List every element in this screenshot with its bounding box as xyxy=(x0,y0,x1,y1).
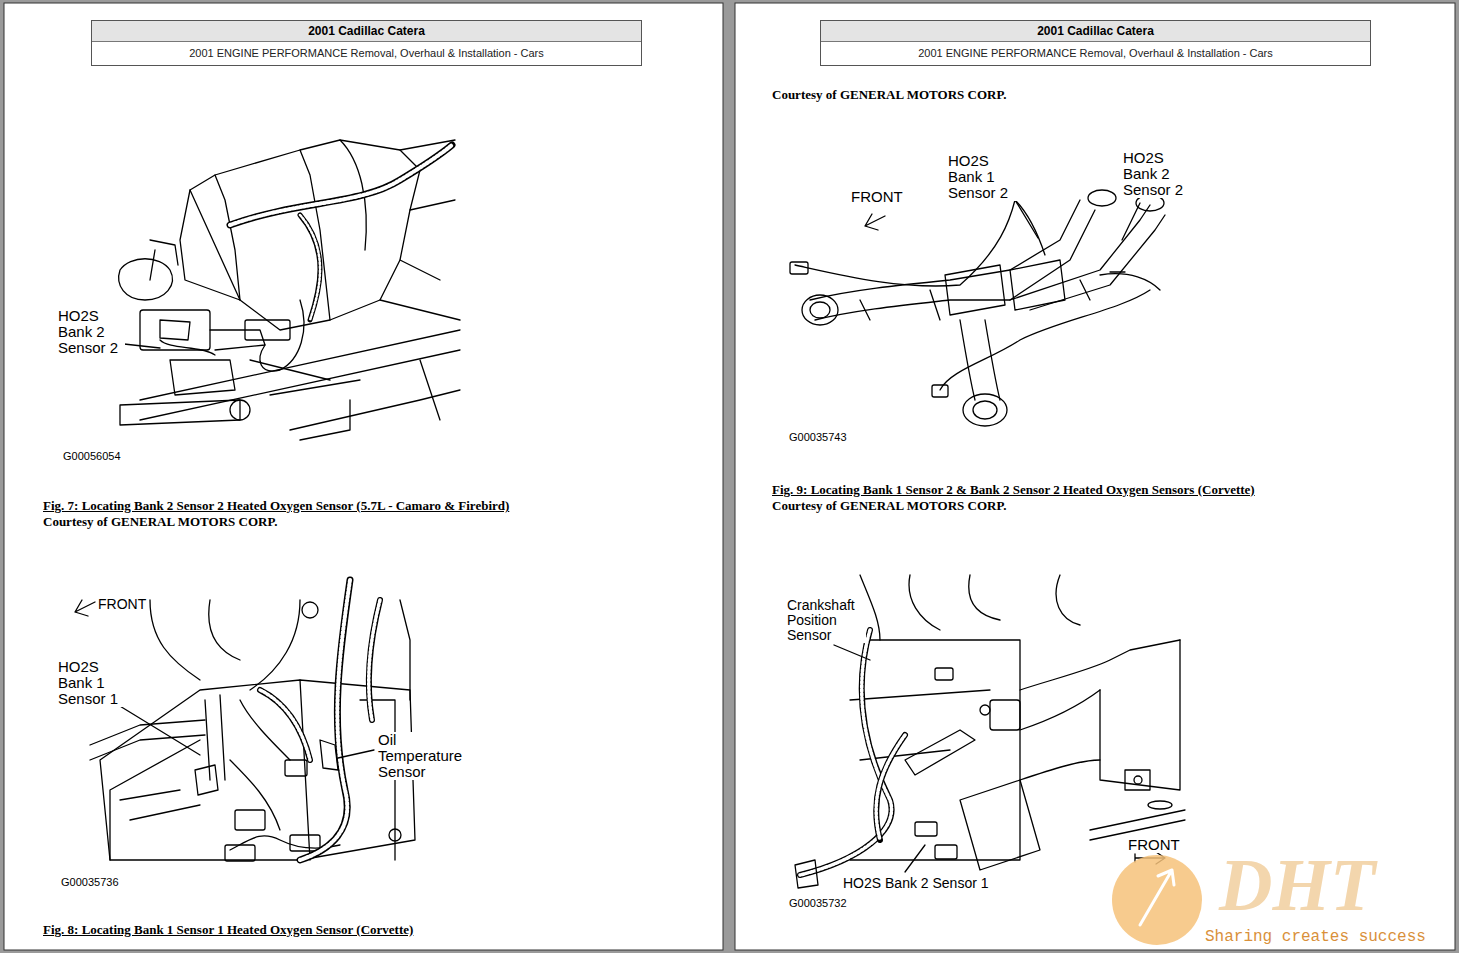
engine-drawing xyxy=(850,575,1185,870)
sensor-label: HO2S Bank 1 Sensor 2 xyxy=(947,153,1019,201)
leader-line xyxy=(124,344,160,348)
left-page xyxy=(4,3,723,950)
header-subtitle: 2001 ENGINE PERFORMANCE Removal, Overhau… xyxy=(92,42,641,65)
sensor-label: HO2S Bank 2 Sensor 2 xyxy=(1122,150,1194,198)
wiring-conduit xyxy=(369,600,380,720)
front-arrow xyxy=(865,214,885,230)
leader-line xyxy=(834,645,870,660)
leader-line xyxy=(1012,195,1038,238)
wiring-conduit xyxy=(876,735,905,840)
exhaust-drawing xyxy=(790,190,1165,426)
figure-code: G00035732 xyxy=(788,898,848,910)
wiring-conduit xyxy=(369,600,380,720)
page-header-box: 2001 Cadillac Catera2001 ENGINE PERFORMA… xyxy=(820,20,1371,66)
wiring-conduit xyxy=(260,690,310,760)
figure-code: G00035736 xyxy=(60,877,120,889)
wiring-conduit xyxy=(300,215,320,320)
figure-code: G00035743 xyxy=(788,432,848,444)
sensor-label: HO2S Bank 2 Sensor 1 xyxy=(842,876,990,891)
leader-line xyxy=(110,700,200,755)
watermark-logo xyxy=(1112,855,1202,945)
sensor-label: Crankshaft Position Sensor xyxy=(786,598,866,643)
wiring-conduit xyxy=(300,580,350,860)
connector-plug xyxy=(795,860,818,888)
leader-line xyxy=(1122,203,1140,240)
wiring-conduit xyxy=(260,690,310,760)
wiring-conduit xyxy=(230,145,452,225)
direction-label: FRONT xyxy=(97,597,147,612)
page-header-box: 2001 Cadillac Catera2001 ENGINE PERFORMA… xyxy=(91,20,642,66)
credit-line: Courtesy of GENERAL MOTORS CORP. xyxy=(42,515,278,529)
watermark-logo xyxy=(1140,870,1174,925)
figure-caption: Fig. 9: Locating Bank 1 Sensor 2 & Bank … xyxy=(771,483,1256,497)
wiring-conduit xyxy=(300,580,350,860)
watermark-text: Sharing creates success xyxy=(1204,929,1427,946)
sensor-label: HO2S Bank 1 Sensor 1 xyxy=(57,659,125,707)
figure-code: G00056054 xyxy=(62,451,122,463)
credit-line: Courtesy of GENERAL MOTORS CORP. xyxy=(771,88,1007,102)
direction-label: FRONT xyxy=(1127,837,1181,853)
transmission-drawing xyxy=(119,140,460,440)
wiring-conduit xyxy=(876,735,905,840)
right-page xyxy=(735,3,1455,950)
watermark-text: DHT xyxy=(1218,846,1376,925)
figure-caption: Fig. 8: Locating Bank 1 Sensor 1 Heated … xyxy=(42,923,414,937)
leader-line xyxy=(905,845,925,872)
leader-line xyxy=(338,750,374,758)
figure-caption: Fig. 7: Locating Bank 2 Sensor 2 Heated … xyxy=(42,499,510,513)
front-arrow xyxy=(75,600,95,616)
sensor-label: Oil Temperature Sensor xyxy=(377,732,471,780)
sensor-label: HO2S Bank 2 Sensor 2 xyxy=(57,308,125,356)
direction-label: FRONT xyxy=(850,189,904,205)
header-title: 2001 Cadillac Catera xyxy=(92,21,641,42)
wiring-conduit xyxy=(230,145,452,225)
header-title: 2001 Cadillac Catera xyxy=(821,21,1370,42)
wiring-conduit xyxy=(300,215,320,320)
header-subtitle: 2001 ENGINE PERFORMANCE Removal, Overhau… xyxy=(821,42,1370,65)
engine-drawing xyxy=(90,600,415,861)
credit-line: Courtesy of GENERAL MOTORS CORP. xyxy=(771,499,1007,513)
